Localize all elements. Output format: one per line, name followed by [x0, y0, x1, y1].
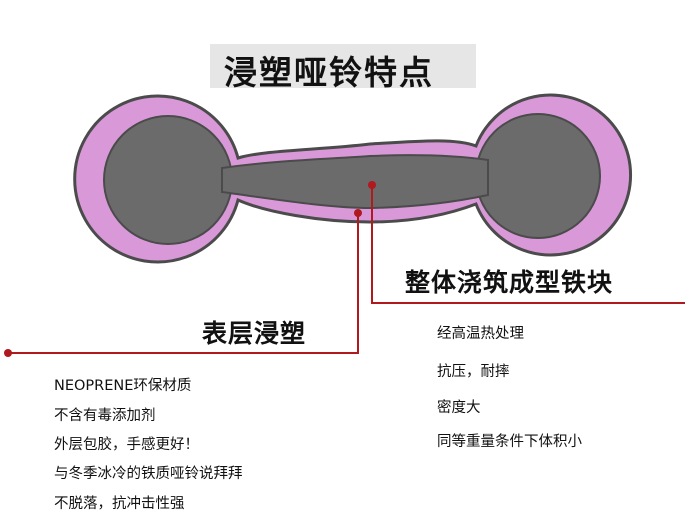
core-feature-3: 密度大 [437, 400, 481, 416]
callout-line-coating [8, 213, 359, 354]
title-background [210, 44, 476, 88]
coating-feature-4: 与冬季冰冷的铁质哑铃说拜拜 [54, 466, 243, 482]
coating-heading: 表层浸塑 [202, 319, 307, 348]
coating-feature-3: 外层包胶，手感更好！ [54, 437, 199, 453]
coating-feature-1: NEOPRENE环保材质 [54, 378, 192, 394]
dumbbell-handle [221, 154, 489, 210]
core-feature-1: 经高温热处理 [437, 326, 524, 342]
page-title: 浸塑哑铃特点 [224, 53, 434, 92]
dumbbell-left-weight [103, 115, 233, 245]
coating-feature-5: 不脱落，抗冲击性强 [54, 496, 185, 512]
callout-line-core [371, 185, 685, 304]
core-feature-4: 同等重量条件下体积小 [437, 434, 582, 450]
core-heading: 整体浇筑成型铁块 [405, 268, 614, 297]
callout-end-dot [4, 349, 12, 357]
coating-feature-2: 不含有毒添加剂 [54, 408, 156, 424]
core-feature-2: 抗压，耐摔 [437, 364, 510, 380]
dumbbell-right-weight [475, 113, 601, 239]
